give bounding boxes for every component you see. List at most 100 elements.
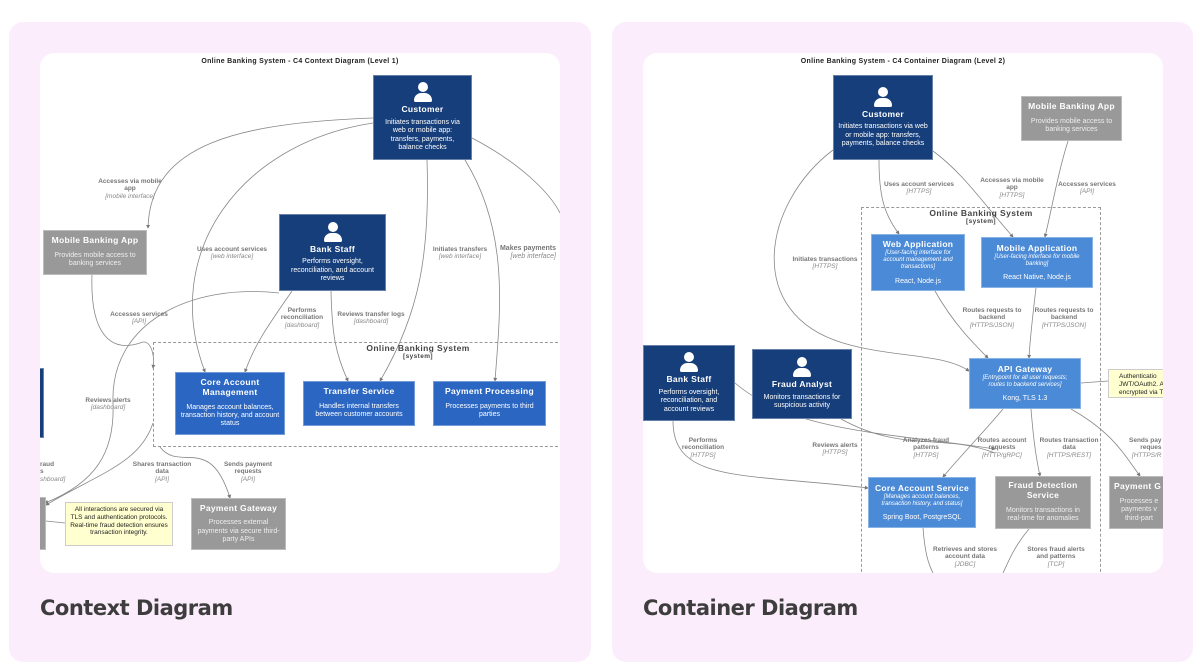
edge-label: Routes account requests[HTTP/gRPC] — [977, 437, 1027, 459]
node-name: Payment Gateway — [199, 502, 278, 513]
node-tech: [User-facing interface for account manag… — [883, 250, 953, 271]
edge-label: Shares transaction data[API] — [132, 461, 192, 483]
node-web-application[interactable]: Web Application[User-facing interface fo… — [871, 234, 965, 291]
edge-label: Initiates transactions[HTTPS] — [792, 256, 858, 271]
node-api-gateway[interactable]: API Gateway[Entrypoint for all user requ… — [969, 358, 1081, 409]
person-icon — [793, 357, 811, 378]
diagram-title: Online Banking System - C4 Container Dia… — [800, 58, 1006, 65]
node-desc: Provides mobile access to banking servic… — [54, 251, 136, 268]
node-name: Core Account Service — [874, 482, 970, 493]
node-desc: Initiates transactions via web or mobile… — [385, 119, 460, 152]
edge-label: Reviews alerts[HTTPS] — [812, 442, 858, 457]
node-stack: Spring Boot, PostgreSQL — [882, 514, 962, 522]
system-boundary-title: Online Banking System[system] — [929, 208, 1033, 226]
node-name: API Gateway — [997, 363, 1053, 374]
node-stack: React Native, Node.js — [1003, 274, 1071, 282]
node-core-account-service[interactable]: Core Account Service[Manages account bal… — [868, 477, 976, 528]
node-desc: Processes e payments v third-part — [1119, 497, 1159, 522]
node-desc: Monitors transactions in real-time for a… — [1006, 506, 1080, 523]
relationship-lines — [44, 117, 560, 524]
person-icon — [323, 221, 342, 242]
edge-label: Performs reconciliation[HTTPS] — [681, 437, 725, 459]
container-diagram-panel[interactable]: Online Banking System - C4 Container Dia… — [643, 53, 1163, 573]
node-name: Bank Staff — [309, 243, 356, 254]
edge-label: Performs reconciliation[dashboard] — [280, 307, 324, 329]
node-name: Fraud Detection Service — [1008, 480, 1078, 501]
diagram-title: Online Banking System - C4 Context Diagr… — [201, 58, 399, 65]
node-name: Core Account Management — [200, 377, 260, 397]
node-name: Customer — [401, 104, 444, 115]
node-offscreen-external[interactable] — [40, 497, 46, 550]
context-diagram-panel[interactable]: Online Banking System - C4 Context Diagr… — [40, 53, 560, 573]
edge-label: Initiates transfers[web interface] — [432, 246, 488, 261]
edge-label: Uses account services[HTTPS] — [883, 181, 955, 196]
system-boundary — [861, 207, 1101, 573]
edge-label: Routes transaction data[HTTPS/REST] — [1039, 437, 1099, 459]
node-desc: Performs oversight, reconciliation, and … — [291, 258, 374, 283]
relationship-lines — [672, 140, 1141, 573]
node-name: Customer — [861, 108, 905, 119]
node-tech: [Manages account balances, transaction h… — [881, 493, 963, 507]
node-name: Mobile Application — [996, 242, 1078, 253]
node-tech: [User-facing interface for mobile bankin… — [994, 253, 1080, 267]
node-desc: Performs oversight, reconciliation, and … — [658, 388, 720, 413]
node-stack: Kong, TLS 1.3 — [1002, 395, 1048, 403]
edge-label: Sends payment requests[API] — [223, 461, 273, 483]
node-name: Payment Processing — [444, 386, 535, 397]
node-name: Payment G — [1114, 481, 1162, 492]
person-icon — [413, 82, 432, 103]
node-desc: Manages account balances, transaction hi… — [180, 403, 280, 428]
edge-label: Analyzes fraud patterns[HTTPS] — [902, 437, 950, 459]
card-caption: Context Diagram — [40, 596, 233, 620]
note: All interactions are secured via TLS and… — [65, 502, 173, 546]
node-tech: [Entrypoint for all user requests; route… — [982, 374, 1068, 388]
node-stack: React, Node.js — [895, 277, 941, 285]
edge-label: Accesses services[API] — [110, 311, 168, 326]
system-boundary-title: Online Banking System[system] — [366, 343, 470, 361]
edge-label: Stores fraud alerts and patterns[TCP] — [1027, 546, 1085, 568]
edge-label: Accesses via mobile app[HTTPS] — [980, 177, 1044, 199]
edge-label: Routes requests to backend[HTTPS/JSON] — [962, 307, 1022, 329]
edge-label: Reviews alerts[dashboard] — [85, 397, 131, 412]
node-name: Mobile Banking App — [51, 235, 139, 246]
node-mobile-application[interactable]: Mobile Application[User-facing interface… — [981, 237, 1093, 288]
edge-label: Retrieves and stores account data[JDBC] — [933, 546, 997, 568]
note: Authenticatio JWT/OAuth2. Al encrypted v… — [1108, 369, 1163, 398]
node-desc: Initiates transactions via web or mobile… — [838, 123, 928, 148]
node-name: Mobile Banking App — [1028, 101, 1115, 112]
edge-label: Routes requests to backend[HTTPS/JSON] — [1034, 307, 1094, 329]
edge-label: Accesses services[API] — [1058, 181, 1116, 196]
node-name: Fraud Analyst — [771, 379, 833, 390]
node-name: Bank Staff — [666, 374, 712, 385]
system-boundary — [153, 342, 560, 447]
person-icon — [680, 352, 698, 373]
edge-label-makes-payments: Makes payments[web interface] — [498, 245, 557, 262]
edge-label: Uses account services[web interface] — [196, 246, 268, 261]
node-offscreen-person[interactable] — [40, 368, 44, 438]
node-payment-gateway[interactable]: Payment G Processes e payments v third-pa… — [1109, 476, 1163, 529]
node-desc: Handles internal transfers between custo… — [315, 402, 403, 419]
edge-label: Reviews transfer logs[dashboard] — [337, 311, 405, 326]
node-desc: Provides mobile access to banking servic… — [1030, 117, 1113, 134]
card-caption: Container Diagram — [643, 596, 858, 620]
node-desc: Processes payments to third parties — [445, 402, 534, 419]
node-desc: Monitors transactions for suspicious act… — [763, 393, 841, 410]
node-desc: Processes external payments via secure t… — [197, 519, 280, 544]
edge-label: Sends pay reques[HTTPS/R — [1129, 437, 1162, 459]
person-icon — [874, 86, 892, 107]
node-name: Transfer Service — [323, 386, 395, 397]
edge-label: Accesses via mobile app[mobile interface… — [98, 178, 162, 200]
